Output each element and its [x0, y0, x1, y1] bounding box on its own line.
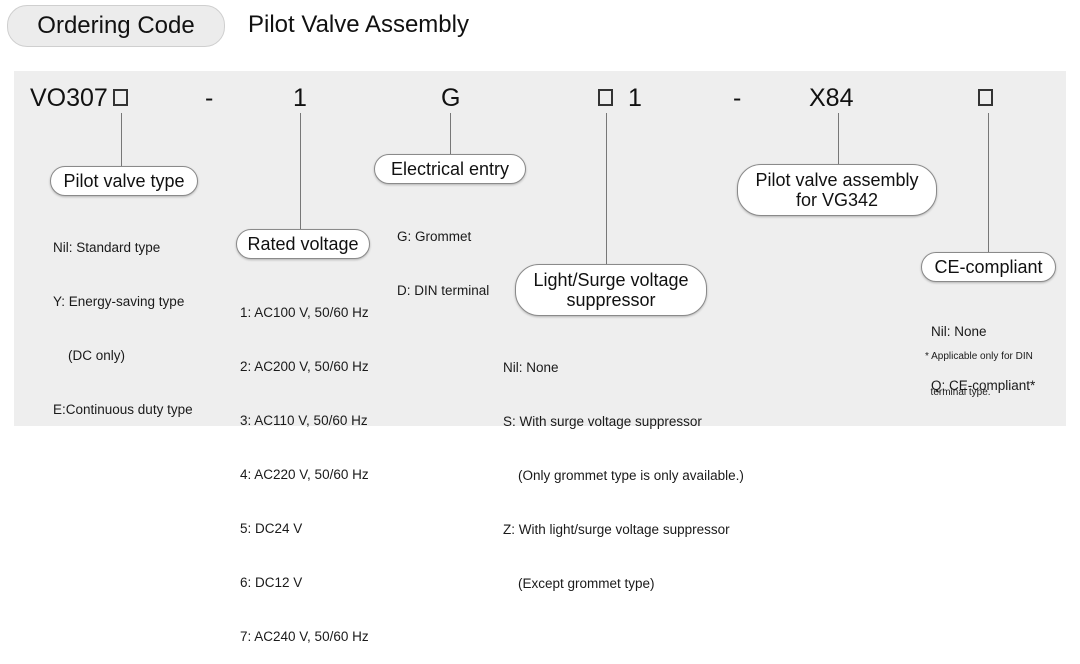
suppressor-placeholder-box [598, 89, 613, 106]
ce-footnote-line1: * Applicable only for DIN [925, 351, 1033, 362]
assembly-label: Pilot valve assembly for VG342 [737, 164, 937, 216]
connector-line-voltage [300, 113, 301, 229]
option-item: Nil: None [931, 324, 987, 339]
rated-voltage-label-text: Rated voltage [247, 234, 359, 254]
option-item: Nil: None [503, 360, 559, 375]
option-item: (DC only) [53, 348, 126, 363]
pilot-valve-type-options: Nil: Standard type Y: Energy-saving type… [53, 203, 193, 437]
option-item: Y: Energy-saving type [53, 294, 185, 309]
ordering-code-badge: Ordering Code [7, 5, 225, 47]
connector-line-entry [450, 113, 451, 154]
option-item: Nil: Standard type [53, 240, 161, 255]
connector-line-pilot-type [121, 113, 122, 166]
code-entry: G [441, 84, 461, 112]
option-item: (Only grommet type is only available.) [503, 468, 744, 483]
connector-line-assembly [838, 113, 839, 164]
ce-placeholder-box [978, 89, 993, 106]
code-voltage: 1 [293, 84, 307, 112]
ce-footnote-line2: terminal type. [925, 387, 991, 398]
code-one: 1 [628, 84, 642, 112]
option-item: 7: AC240 V, 50/60 Hz [240, 629, 369, 644]
option-item: (Except grommet type) [503, 576, 655, 591]
option-item: E:Continuous duty type [53, 402, 193, 417]
ce-compliant-label: CE-compliant [921, 252, 1056, 282]
page-title: Pilot Valve Assembly [248, 11, 469, 38]
electrical-entry-options: G: Grommet D: DIN terminal [397, 192, 489, 318]
ce-compliant-options: Nil: None Q: CE-compliant* [931, 287, 1035, 413]
option-item: 5: DC24 V [240, 521, 303, 536]
suppressor-label-line1: Light/Surge voltage [533, 270, 689, 290]
option-item: 3: AC110 V, 50/60 Hz [240, 413, 368, 428]
pilot-type-placeholder-box [113, 89, 128, 106]
option-item: 2: AC200 V, 50/60 Hz [240, 359, 369, 374]
ce-footnote: * Applicable only for DIN terminal type. [925, 327, 1033, 411]
electrical-entry-label-text: Electrical entry [390, 159, 510, 179]
assembly-label-line2: for VG342 [795, 190, 879, 210]
connector-line-ce [988, 113, 989, 252]
option-item: 4: AC220 V, 50/60 Hz [240, 467, 369, 482]
option-item: D: DIN terminal [397, 283, 490, 298]
connector-line-suppressor [606, 113, 607, 264]
option-item: 1: AC100 V, 50/60 Hz [240, 305, 369, 320]
assembly-label-line1: Pilot valve assembly [755, 170, 919, 190]
ce-compliant-label-text: CE-compliant [934, 257, 1043, 277]
suppressor-label-line2: suppressor [566, 290, 656, 310]
code-prefix: VO307 [30, 84, 108, 112]
option-item: S: With surge voltage suppressor [503, 414, 702, 429]
rated-voltage-options: 1: AC100 V, 50/60 Hz 2: AC200 V, 50/60 H… [240, 268, 369, 664]
rated-voltage-label: Rated voltage [236, 229, 370, 259]
ordering-code-panel [14, 71, 1066, 426]
pilot-valve-type-label-text: Pilot valve type [63, 171, 185, 191]
suppressor-label: Light/Surge voltage suppressor [515, 264, 707, 316]
suppressor-options: Nil: None S: With surge voltage suppress… [503, 323, 744, 611]
code-suffix: X84 [809, 84, 854, 112]
option-item: 6: DC12 V [240, 575, 303, 590]
pilot-valve-type-label: Pilot valve type [50, 166, 198, 196]
option-item: G: Grommet [397, 229, 472, 244]
option-item: Z: With light/surge voltage suppressor [503, 522, 730, 537]
code-dash-1: - [205, 84, 214, 112]
option-item: Q: CE-compliant* [931, 378, 1036, 393]
electrical-entry-label: Electrical entry [374, 154, 526, 184]
code-dash-2: - [733, 84, 742, 112]
